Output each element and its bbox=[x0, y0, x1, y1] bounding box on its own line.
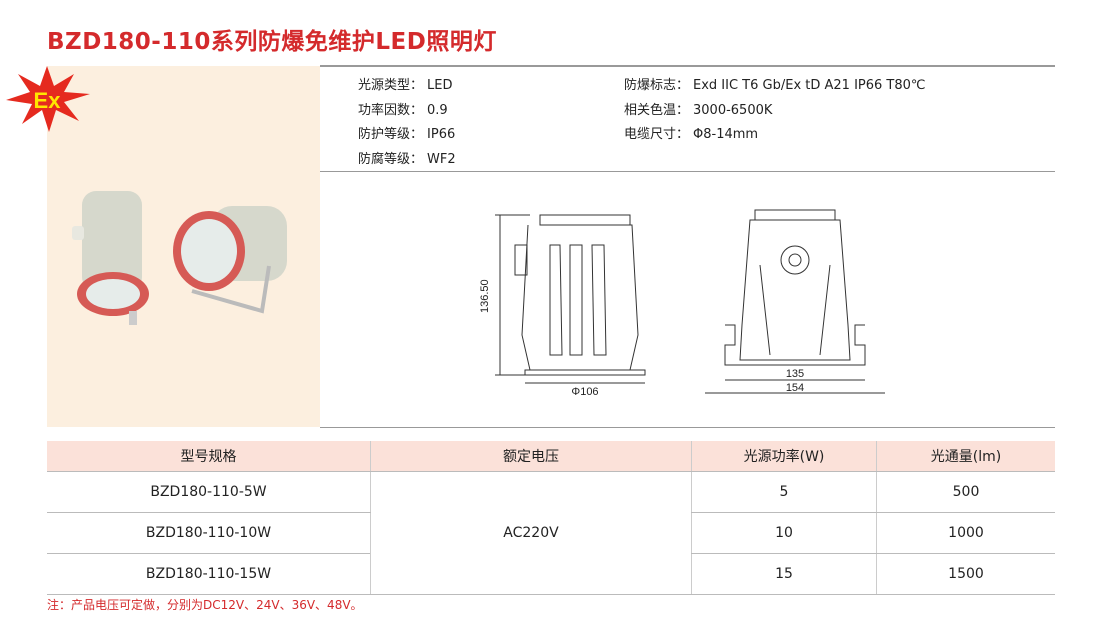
spec-value: 3000-6500K bbox=[693, 102, 773, 118]
table-row: BZD180-110-15W 15 1500 bbox=[47, 553, 1055, 595]
cell-flux: 500 bbox=[876, 471, 1055, 513]
spec-item: 电缆尺寸：Φ8-14mm bbox=[624, 123, 926, 148]
cell-model: BZD180-110-5W bbox=[47, 471, 371, 513]
table-row: BZD180-110-10W 10 1000 bbox=[47, 512, 1055, 554]
height-dimension: 136.50 bbox=[479, 279, 491, 313]
lamp-illustration bbox=[72, 191, 287, 325]
spec-key: 电缆尺寸： bbox=[624, 127, 690, 142]
spec-key: 功率因数： bbox=[358, 102, 424, 118]
cell-flux: 1500 bbox=[876, 553, 1055, 595]
spec-value: 0.9 bbox=[427, 102, 448, 118]
divider bbox=[320, 427, 1055, 428]
ex-label: Ex bbox=[34, 88, 62, 113]
header-voltage: 额定电压 bbox=[370, 441, 692, 472]
specs-left: 光源类型：LED 功率因数：0.9 防护等级：IP66 防腐等级：WF2 bbox=[358, 74, 456, 172]
cell-power: 15 bbox=[691, 553, 877, 595]
spec-value: WF2 bbox=[427, 151, 456, 167]
divider bbox=[320, 65, 1055, 67]
spec-item: 相关色温：3000-6500K bbox=[624, 99, 926, 124]
spec-item: 防护等级：IP66 bbox=[358, 123, 456, 148]
cell-flux: 1000 bbox=[876, 512, 1055, 554]
front-view bbox=[705, 209, 885, 394]
spec-item: 防爆标志：Exd IIC T6 Gb/Ex tD A21 IP66 T80℃ bbox=[624, 74, 926, 99]
header-flux: 光通量(lm) bbox=[876, 441, 1055, 472]
cell-model: BZD180-110-15W bbox=[47, 553, 371, 595]
spec-table: 型号规格 额定电压 光源功率(W) 光通量(lm) BZD180-110-5W … bbox=[47, 441, 1055, 595]
spec-value: Φ8-14mm bbox=[693, 127, 759, 142]
spec-key: 防爆标志： bbox=[624, 78, 690, 93]
specs-right: 防爆标志：Exd IIC T6 Gb/Ex tD A21 IP66 T80℃ 相… bbox=[624, 74, 926, 148]
explosion-proof-badge: Ex bbox=[4, 66, 90, 132]
spec-value: IP66 bbox=[427, 127, 456, 142]
product-photo bbox=[47, 66, 320, 427]
spec-key: 光源类型： bbox=[358, 78, 424, 93]
spec-value: Exd IIC T6 Gb/Ex tD A21 IP66 T80℃ bbox=[693, 78, 926, 93]
lamp-right bbox=[173, 206, 287, 314]
page-title: BZD180-110系列防爆免维护LED照明灯 bbox=[47, 29, 497, 55]
diameter-dimension: Φ106 bbox=[571, 386, 598, 398]
spec-item: 光源类型：LED bbox=[358, 74, 456, 99]
spec-key: 相关色温： bbox=[624, 102, 690, 118]
divider bbox=[320, 171, 1055, 172]
cell-model: BZD180-110-10W bbox=[47, 512, 371, 554]
table-row: BZD180-110-5W AC220V 5 500 bbox=[47, 471, 1055, 595]
cell-voltage: AC220V bbox=[370, 471, 692, 595]
side-view bbox=[495, 214, 646, 384]
spec-key: 防腐等级： bbox=[358, 151, 424, 167]
footnote: 注：产品电压可定做，分别为DC12V、24V、36V、48V。 bbox=[47, 598, 363, 612]
cell-power: 10 bbox=[691, 512, 877, 554]
lamp-left bbox=[72, 191, 149, 325]
spec-item: 防腐等级：WF2 bbox=[358, 148, 456, 173]
outer-width-dimension: 154 bbox=[786, 382, 804, 394]
header-model: 型号规格 bbox=[47, 441, 371, 472]
header-power: 光源功率(W) bbox=[691, 441, 877, 472]
inner-width-dimension: 135 bbox=[786, 368, 804, 380]
spec-item: 功率因数：0.9 bbox=[358, 99, 456, 124]
ex-star-icon: Ex bbox=[6, 66, 90, 132]
cell-power: 5 bbox=[691, 471, 877, 513]
spec-value: LED bbox=[427, 78, 453, 93]
technical-drawing: 136.50 Φ106 135 154 bbox=[479, 209, 885, 398]
table-header-row: 型号规格 额定电压 光源功率(W) 光通量(lm) bbox=[47, 441, 1055, 472]
spec-key: 防护等级： bbox=[358, 127, 424, 142]
